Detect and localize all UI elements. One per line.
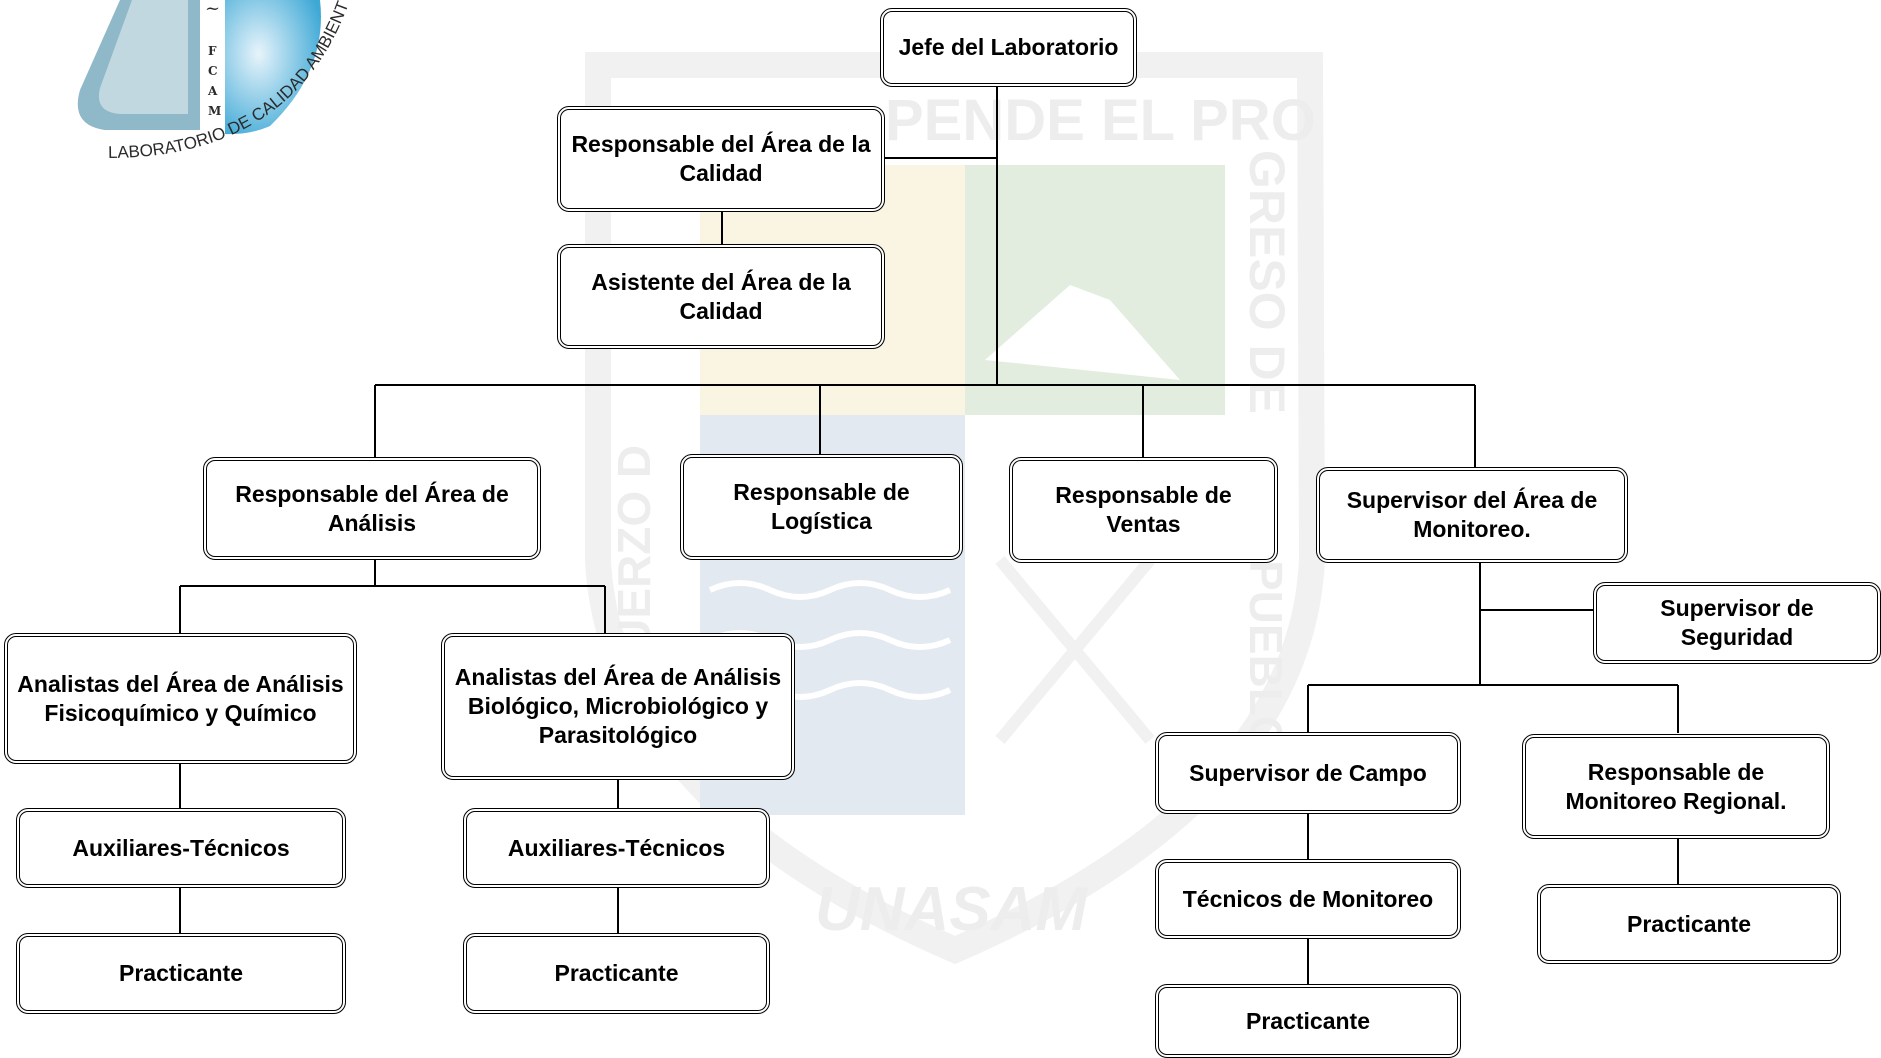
node-label: Supervisor de Campo [1189,759,1427,786]
node-label: Auxiliares-Técnicos [507,834,726,861]
node-label: Practicante [1245,1007,1370,1034]
node-label: Practicante [1626,910,1751,937]
node-analistas-biologico: Analistas del Área de Análisis Biológico… [441,633,795,780]
logo-tilde: ~ [205,0,220,19]
flask-icon [77,0,200,130]
node-supervisor-seguridad: Supervisor de Seguridad [1593,582,1881,664]
crossed-tools [995,556,1155,744]
node-auxiliares-tecnicos-1: Auxiliares-Técnicos [16,808,346,888]
watermark-motto-top: PENDE EL PRO [885,88,1316,153]
node-label: Técnicos de Monitoreo [1182,885,1434,912]
node-jefe-laboratorio: Jefe del Laboratorio [880,8,1137,87]
node-label: Responsable de Monitoreo Regional. [1565,758,1787,814]
logo-letter-m: M [208,104,221,118]
node-label: Practicante [554,960,679,986]
node-auxiliares-tecnicos-2: Auxiliares-Técnicos [463,808,770,888]
node-supervisor-monitoreo: Supervisor del Área de Monitoreo. [1316,467,1628,563]
node-label: Supervisor de Seguridad [1660,595,1814,650]
node-responsable-analisis: Responsable del Área de Análisis [203,457,541,560]
watermark-university: UNASAM [815,875,1088,944]
tool-line [995,556,1155,744]
node-supervisor-campo: Supervisor de Campo [1155,732,1461,814]
node-tecnicos-monitoreo: Técnicos de Monitoreo [1155,859,1461,939]
logo-letter-a: A [207,84,218,98]
wave [708,580,952,600]
node-responsable-ventas: Responsable de Ventas [1009,457,1278,563]
logo-letter-f: F [208,44,217,58]
node-label: Analistas del Área de Análisis Fisicoquí… [17,670,344,726]
tool-line [995,556,1155,744]
watermark-motto-right: GRESO DE [1239,150,1295,414]
node-label: Responsable del Área de Análisis [235,480,509,536]
node-responsable-logistica: Responsable de Logística [680,454,963,560]
node-responsable-calidad: Responsable del Área de la Calidad [557,106,885,212]
node-label: Responsable de Logística [733,479,910,534]
logo-letter-c: C [208,64,218,78]
node-label: Analistas del Área de Análisis Biológico… [454,664,782,748]
node-asistente-calidad: Asistente del Área de la Calidad [557,244,885,349]
node-label: Supervisor del Área de Monitoreo. [1346,487,1598,542]
water-drop-icon [225,0,321,135]
node-practicante-4: Practicante [1537,884,1841,964]
node-analistas-fisicoquimico: Analistas del Área de Análisis Fisicoquí… [4,633,357,764]
flask-inner [98,0,188,114]
node-practicante-2: Practicante [463,933,770,1014]
node-practicante-3: Practicante [1155,984,1461,1058]
node-label: Asistente del Área de la Calidad [591,268,851,324]
node-responsable-monitoreo-regional: Responsable de Monitoreo Regional. [1522,734,1830,839]
node-label: Practicante [118,960,243,986]
node-label: Jefe del Laboratorio [898,34,1119,60]
shield-quadrant-green [965,165,1225,415]
node-label: Auxiliares-Técnicos [72,834,290,861]
lab-logo: ~ F C A M LABORATORIO DE CALIDAD AMBIENT… [60,0,352,162]
node-practicante-1: Practicante [16,933,346,1014]
watermark-motto-right-lower: PUEBLO [1240,560,1292,752]
node-label: Responsable de Ventas [1055,482,1232,537]
mountain-shape [985,285,1180,380]
node-label: Responsable del Área de la Calidad [571,131,871,186]
